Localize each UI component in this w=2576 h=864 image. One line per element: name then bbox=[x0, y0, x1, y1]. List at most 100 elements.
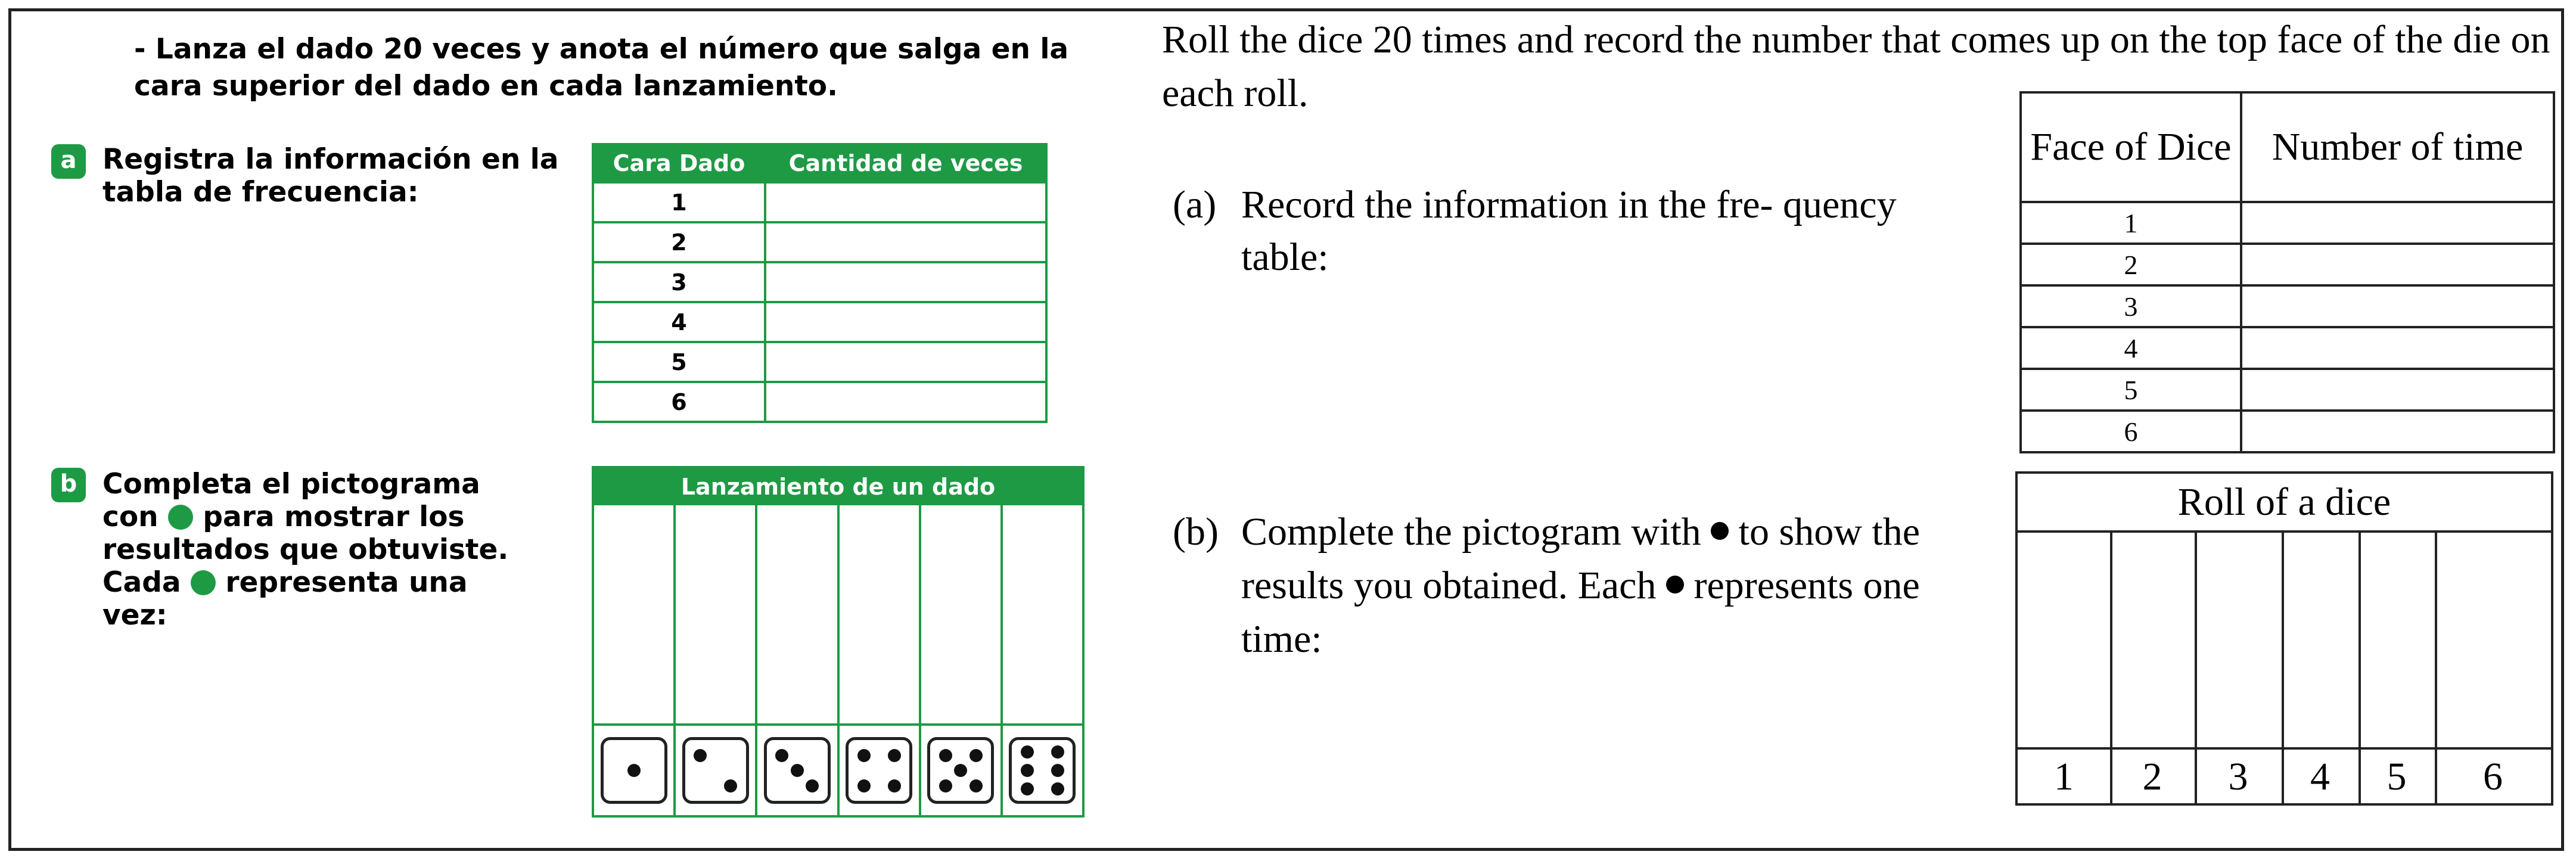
table-row: 6 bbox=[2019, 409, 2555, 453]
en-count-cell[interactable] bbox=[2240, 409, 2555, 453]
es-count-cell[interactable] bbox=[764, 301, 1048, 343]
es-badge-b: b bbox=[51, 468, 86, 502]
en-count-cell[interactable] bbox=[2240, 326, 2555, 370]
table-row: 3 bbox=[592, 261, 1048, 303]
die-face-6-icon bbox=[1009, 737, 1076, 804]
bullet-dot-icon bbox=[1665, 576, 1684, 593]
die-pip bbox=[694, 748, 707, 762]
die-pip bbox=[857, 779, 871, 792]
es-count-cell[interactable] bbox=[764, 381, 1048, 423]
die-face-2-icon bbox=[682, 737, 749, 804]
en-pictogram-column[interactable] bbox=[2195, 533, 2284, 803]
en-part-b-label: (b) bbox=[1173, 510, 1219, 554]
en-frequency-table: Face of Dice Number of time 1 2 3 4 5 6 bbox=[2019, 91, 2555, 453]
en-pictogram-title: Roll of a dice bbox=[2018, 474, 2551, 533]
en-pictogram-column[interactable] bbox=[2110, 533, 2197, 803]
es-part-b-text: Completa el pictograma con para mostrar … bbox=[102, 468, 520, 632]
en-table-header-count: Number of time bbox=[2240, 91, 2555, 203]
es-pictogram-column[interactable] bbox=[1000, 505, 1083, 815]
es-part-a-text: Registra la información en la tabla de f… bbox=[102, 143, 559, 209]
es-pictogram-die-cell bbox=[594, 723, 674, 815]
green-dot-icon bbox=[190, 570, 216, 595]
en-count-cell[interactable] bbox=[2240, 201, 2555, 245]
en-part-b-text-3: represents one time: bbox=[1241, 564, 1920, 661]
bullet-dot-icon bbox=[1711, 522, 1729, 540]
es-count-cell[interactable] bbox=[764, 341, 1048, 383]
en-pictogram-column-label: 2 bbox=[2142, 755, 2162, 798]
en-face-cell: 3 bbox=[2019, 284, 2242, 328]
table-row: 5 bbox=[592, 341, 1048, 383]
en-part-a-label: (a) bbox=[1173, 183, 1217, 226]
en-pictogram-column[interactable] bbox=[2435, 533, 2553, 803]
en-part-a: (a) Record the information in the fre- q… bbox=[1173, 179, 1947, 284]
die-pip bbox=[857, 748, 871, 762]
die-face-1-icon bbox=[600, 737, 667, 804]
es-pictogram-column[interactable] bbox=[918, 505, 1000, 815]
table-row: 4 bbox=[592, 301, 1048, 343]
en-part-b: (b) Complete the pictogram with to show … bbox=[1173, 505, 1965, 666]
es-table-header-face: Cara Dado bbox=[592, 143, 766, 184]
die-pip bbox=[939, 779, 952, 792]
es-pictogram-column[interactable] bbox=[755, 505, 837, 815]
en-face-cell: 6 bbox=[2019, 409, 2242, 453]
es-face-cell: 4 bbox=[592, 301, 766, 343]
es-face-cell: 2 bbox=[592, 221, 766, 263]
es-pictogram-die-cell bbox=[839, 723, 919, 815]
die-pip bbox=[1020, 782, 1034, 795]
die-pip bbox=[954, 764, 968, 777]
die-pip bbox=[1020, 764, 1034, 777]
en-pictogram-column[interactable] bbox=[2359, 533, 2437, 803]
es-count-cell[interactable] bbox=[764, 261, 1048, 303]
es-pictogram-die-cell bbox=[676, 723, 756, 815]
table-row: 1 bbox=[592, 181, 1048, 223]
en-pictogram-column-label: 6 bbox=[2483, 755, 2503, 798]
es-part-b-text-2: para mostrar los resultados que obtuvist… bbox=[102, 501, 509, 599]
die-pip bbox=[724, 779, 738, 792]
die-pip bbox=[887, 779, 901, 792]
es-pictogram-column[interactable] bbox=[673, 505, 756, 815]
en-part-b-text-2: to show the results you obtained. Each bbox=[1241, 510, 1920, 607]
table-row: 5 bbox=[2019, 368, 2555, 412]
es-face-cell: 5 bbox=[592, 341, 766, 383]
die-pip bbox=[1051, 745, 1064, 759]
en-part-b-text-1: Complete the pictogram with bbox=[1241, 510, 1701, 554]
es-part-b-text-3: representa una vez: bbox=[102, 566, 468, 632]
die-pip bbox=[939, 748, 952, 762]
table-row: 4 bbox=[2019, 326, 2555, 370]
die-face-4-icon bbox=[846, 737, 913, 804]
green-dot-icon bbox=[168, 505, 193, 530]
es-face-cell: 6 bbox=[592, 381, 766, 423]
en-table-header-face: Face of Dice bbox=[2019, 91, 2242, 203]
es-pictogram-column[interactable] bbox=[837, 505, 919, 815]
en-count-cell[interactable] bbox=[2240, 243, 2555, 287]
en-intro-text: Roll the dice 20 times and record the nu… bbox=[1162, 18, 2550, 115]
en-pictogram-column[interactable] bbox=[2282, 533, 2361, 803]
es-pictogram-column[interactable] bbox=[594, 505, 674, 815]
en-count-cell[interactable] bbox=[2240, 368, 2555, 412]
es-pictogram-title: Lanzamiento de un dado bbox=[594, 468, 1082, 505]
die-pip bbox=[790, 764, 804, 777]
en-count-cell[interactable] bbox=[2240, 284, 2555, 328]
en-pictogram-column-label: 3 bbox=[2228, 755, 2248, 798]
es-count-cell[interactable] bbox=[764, 181, 1048, 223]
en-face-cell: 2 bbox=[2019, 243, 2242, 287]
die-face-5-icon bbox=[927, 737, 995, 804]
en-face-cell: 4 bbox=[2019, 326, 2242, 370]
es-pictogram-die-cell bbox=[757, 723, 837, 815]
es-pictogram: Lanzamiento de un dado bbox=[592, 466, 1085, 818]
table-row: 3 bbox=[2019, 284, 2555, 328]
en-part-b-text: Complete the pictogram with to show the … bbox=[1241, 505, 1965, 666]
es-count-cell[interactable] bbox=[764, 221, 1048, 263]
es-pictogram-die-cell bbox=[1002, 723, 1083, 815]
die-pip bbox=[806, 779, 819, 792]
table-row: 2 bbox=[592, 221, 1048, 263]
die-pip bbox=[969, 779, 983, 792]
table-row: 1 bbox=[2019, 201, 2555, 245]
table-row: 6 bbox=[592, 381, 1048, 423]
es-face-cell: 1 bbox=[592, 181, 766, 223]
es-table-header-count: Cantidad de veces bbox=[764, 143, 1048, 184]
die-pip bbox=[1051, 782, 1064, 795]
